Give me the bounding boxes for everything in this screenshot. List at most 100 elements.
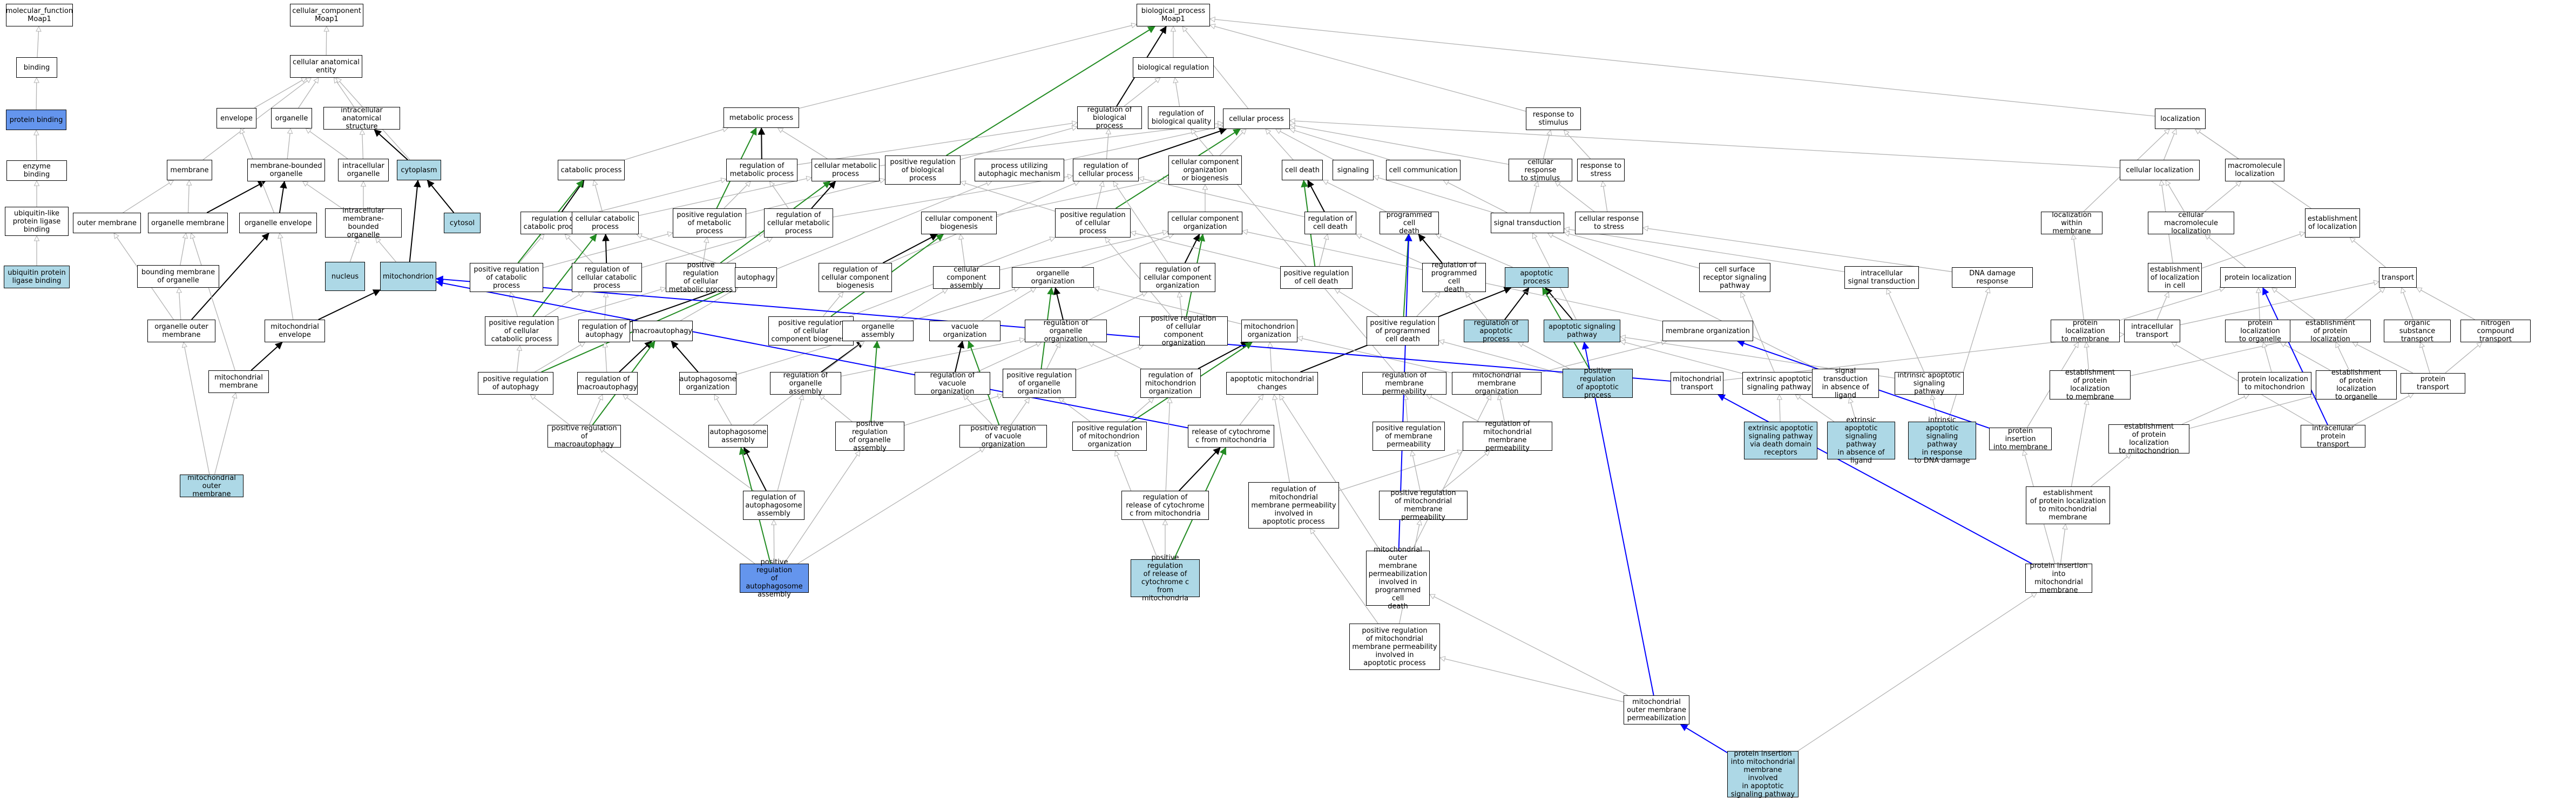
term-node-cytosol[interactable]: cytosol: [444, 213, 481, 233]
term-node-apoptotic-sig[interactable]: apoptotic signaling pathway: [1544, 320, 1620, 342]
term-node-est-prot-loc-mito[interactable]: establishment of protein localization to…: [2108, 423, 2189, 455]
term-node-org-membrane[interactable]: organelle membrane: [148, 213, 228, 233]
term-node-extrinsic-asp[interactable]: extrinsic apoptotic signaling pathway: [1742, 372, 1816, 395]
term-node-macroautophagy[interactable]: macroautophagy: [632, 321, 693, 341]
term-node-autophagosome-assembly[interactable]: autophagosome assembly: [708, 425, 768, 448]
term-node-mito-mem-org[interactable]: mitochondrial membrane organization: [1452, 371, 1541, 396]
term-node-autophagosome-org[interactable]: autophagosome organization: [679, 372, 736, 395]
term-node-cae[interactable]: cellular anatomical entity: [290, 55, 362, 78]
term-node-pos-reg-pcd[interactable]: positive regulation of programmed cell d…: [1367, 316, 1439, 346]
term-node-reg-cco[interactable]: regulation of cellular component organiz…: [1140, 263, 1215, 292]
term-node-mem-org[interactable]: membrane organization: [1662, 321, 1753, 341]
term-node-reg-metabolic[interactable]: regulation of metabolic process: [726, 159, 797, 181]
term-node-pos-reg-autophagosome-assembly[interactable]: positive regulation of autophagosome ass…: [740, 558, 809, 599]
term-node-reg-bq[interactable]: regulation of biological quality: [1148, 106, 1215, 129]
term-node-reg-org-org[interactable]: regulation of organelle organization: [1025, 319, 1107, 343]
term-node-pos-reg-cell-death[interactable]: positive regulation of cell death: [1280, 266, 1353, 289]
term-node-apop-mito-changes[interactable]: apoptotic mitochondrial changes: [1226, 372, 1318, 395]
term-node-cell-resp-stim[interactable]: cellular response to stimulus: [1509, 158, 1572, 182]
term-node-organelle[interactable]: organelle: [271, 108, 312, 128]
term-node-pcd[interactable]: programmed cell death: [1380, 211, 1439, 235]
term-node-localization[interactable]: localization: [2155, 109, 2206, 129]
term-node-mom-perm-pcd[interactable]: mitochondrial outer membrane permeabiliz…: [1366, 546, 1430, 611]
term-node-io[interactable]: intracellular organelle: [338, 159, 389, 181]
term-node-reg-release-cytc[interactable]: regulation of release of cytochrome c fr…: [1121, 491, 1209, 520]
term-node-cco-biog[interactable]: cellular component organization or bioge…: [1168, 155, 1242, 185]
term-node-pos-reg-org-org[interactable]: positive regulation of organelle organiz…: [1003, 369, 1076, 398]
term-node-prot-insert-mem[interactable]: protein insertion into membrane: [1989, 427, 2052, 451]
term-node-oom[interactable]: organelle outer membrane: [147, 320, 215, 342]
term-node-ias[interactable]: intracellular anatomical structure: [323, 106, 400, 131]
term-node-bio-reg[interactable]: biological regulation: [1133, 57, 1214, 78]
term-node-est-prot-loc-mito-mem[interactable]: establishment of protein localization to…: [2026, 486, 2110, 524]
term-node-reg-vac-org[interactable]: regulation of vacuole organization: [915, 371, 990, 396]
term-node-cell-surface-rsp[interactable]: cell surface receptor signaling pathway: [1699, 263, 1770, 292]
term-node-resp-stress[interactable]: response to stress: [1577, 159, 1625, 181]
term-node-mito-org[interactable]: mitochondrion organization: [1241, 320, 1297, 342]
term-node-prot-loc-org[interactable]: protein localization to organelle: [2225, 319, 2295, 343]
term-node-reg-cell-metabolic[interactable]: regulation of cellular metabolic process: [764, 208, 833, 238]
term-node-nucleus[interactable]: nucleus: [325, 262, 365, 291]
term-node-pos-reg-cell-catabolic[interactable]: positive regulation of cellular cataboli…: [485, 316, 558, 346]
term-node-cellular-process[interactable]: cellular process: [1223, 109, 1290, 129]
term-node-metabolic[interactable]: metabolic process: [724, 107, 799, 128]
term-node-est-prot-loc-mem[interactable]: establishment of protein localization to…: [2050, 369, 2131, 401]
term-node-est-loc-cell[interactable]: establishment of localization in cell: [2148, 263, 2202, 292]
term-node-ext-asp-absence[interactable]: extrinsic apoptotic signaling pathway in…: [1827, 416, 1895, 465]
term-node-pos-reg-mito-org[interactable]: positive regulation of mitochondrion org…: [1072, 422, 1147, 451]
term-node-org-subst-transport[interactable]: organic substance transport: [2384, 319, 2451, 343]
term-node-pos-reg-cp[interactable]: positive regulation of cellular process: [1055, 208, 1131, 238]
term-node-pos-reg-cco[interactable]: positive regulation of cellular componen…: [1139, 315, 1228, 347]
term-node-int-asp-dna[interactable]: intrinsic apoptotic signaling pathway in…: [1908, 416, 1976, 465]
term-node-pos-reg-macroautophagy[interactable]: positive regulation of macroautophagy: [547, 424, 621, 449]
term-node-mom-permeabilization[interactable]: mitochondrial outer membrane permeabiliz…: [1624, 695, 1689, 724]
term-node-autophagic-mech[interactable]: process utilizing autophagic mechanism: [975, 159, 1064, 181]
term-node-ubl-binding[interactable]: ubiquitin-like protein ligase binding: [5, 207, 69, 236]
term-node-mf[interactable]: molecular_function Moap1: [6, 4, 73, 26]
term-node-mbo[interactable]: membrane-bounded organelle: [247, 159, 325, 181]
term-node-ext-asp-death-domain[interactable]: extrinsic apoptotic signaling pathway vi…: [1744, 422, 1817, 459]
term-node-mom[interactable]: mitochondrial outer membrane: [180, 474, 244, 498]
term-node-release-cytc[interactable]: release of cytochrome c from mitochondri…: [1188, 425, 1274, 448]
term-node-est-loc[interactable]: establishment of localization: [2305, 208, 2360, 238]
term-node-macromol-loc[interactable]: macromolecule localization: [2225, 159, 2284, 181]
term-node-pos-reg-metabolic[interactable]: positive regulation of metabolic process: [673, 208, 746, 238]
term-node-org-org[interactable]: organelle organization: [1012, 267, 1094, 288]
term-node-reg-macroautophagy[interactable]: regulation of macroautophagy: [577, 372, 638, 395]
term-node-response-stim[interactable]: response to stimulus: [1526, 107, 1581, 130]
term-node-reg-mito-org[interactable]: regulation of mitochondrion organization: [1140, 369, 1201, 398]
term-node-pos-reg-vac-org[interactable]: positive regulation of vacuole organizat…: [959, 424, 1047, 449]
term-node-cell-death[interactable]: cell death: [1282, 160, 1323, 180]
term-node-cell-loc[interactable]: cellular localization: [2120, 160, 2200, 180]
term-node-cell-metabolic[interactable]: cellular metabolic process: [812, 159, 880, 181]
term-node-mitochondrion[interactable]: mitochondrion: [380, 262, 436, 291]
term-node-apoptotic[interactable]: apoptotic process: [1505, 267, 1568, 288]
term-node-cell-macromol-loc[interactable]: cellular macromolecule localization: [2148, 211, 2234, 235]
term-node-protein-loc[interactable]: protein localization: [2220, 267, 2296, 288]
term-node-reg-bp[interactable]: regulation of biological process: [1077, 106, 1142, 130]
term-node-pos-reg-release-cytc[interactable]: positive regulation of release of cytoch…: [1131, 554, 1200, 602]
term-node-pos-reg-mem-perm[interactable]: positive regulation of membrane permeabi…: [1372, 422, 1445, 451]
term-node-signal-trans[interactable]: signal transduction: [1491, 213, 1564, 233]
term-node-reg-cp[interactable]: regulation of cellular process: [1073, 159, 1139, 181]
term-node-vac-org[interactable]: vacuole organization: [929, 321, 1000, 341]
term-node-transport[interactable]: transport: [2379, 267, 2417, 288]
term-node-pos-reg-catabolic[interactable]: positive regulation of catabolic process: [470, 263, 543, 292]
term-node-reg-mito-mem-perm[interactable]: regulation of mitochondrial membrane per…: [1463, 420, 1552, 452]
term-node-cc-biog[interactable]: cellular component biogenesis: [921, 212, 997, 234]
term-node-est-prot-loc-org[interactable]: establishment of protein localization to…: [2316, 369, 2397, 401]
term-node-org-assembly[interactable]: organelle assembly: [842, 321, 914, 341]
term-node-reg-cell-catabolic[interactable]: regulation of cellular catabolic process: [572, 263, 642, 292]
term-node-autophagy[interactable]: autophagy: [735, 267, 777, 288]
term-node-pos-reg-autophagy[interactable]: positive regulation of autophagy: [478, 372, 553, 395]
term-node-reg-pcd[interactable]: regulation of programmed cell death: [1422, 261, 1486, 294]
term-node-sig-trans-absence[interactable]: signal transduction in absence of ligand: [1812, 367, 1879, 400]
term-node-cytoplasm[interactable]: cytoplasm: [397, 160, 441, 180]
term-node-cell-catabolic[interactable]: cellular catabolic process: [572, 212, 639, 234]
term-node-intracell-transport[interactable]: intracellular transport: [2124, 320, 2180, 342]
term-node-reg-mem-perm[interactable]: regulation of membrane permeability: [1362, 371, 1446, 396]
term-node-pos-reg-cc-biog[interactable]: positive regulation of cellular componen…: [768, 316, 854, 346]
term-node-reg-cc-biog[interactable]: regulation of cellular component biogene…: [819, 263, 892, 292]
term-node-dna-damage[interactable]: DNA damage response: [1952, 267, 2033, 288]
term-node-imbo[interactable]: intracellular membrane-bounded organelle: [325, 207, 402, 239]
